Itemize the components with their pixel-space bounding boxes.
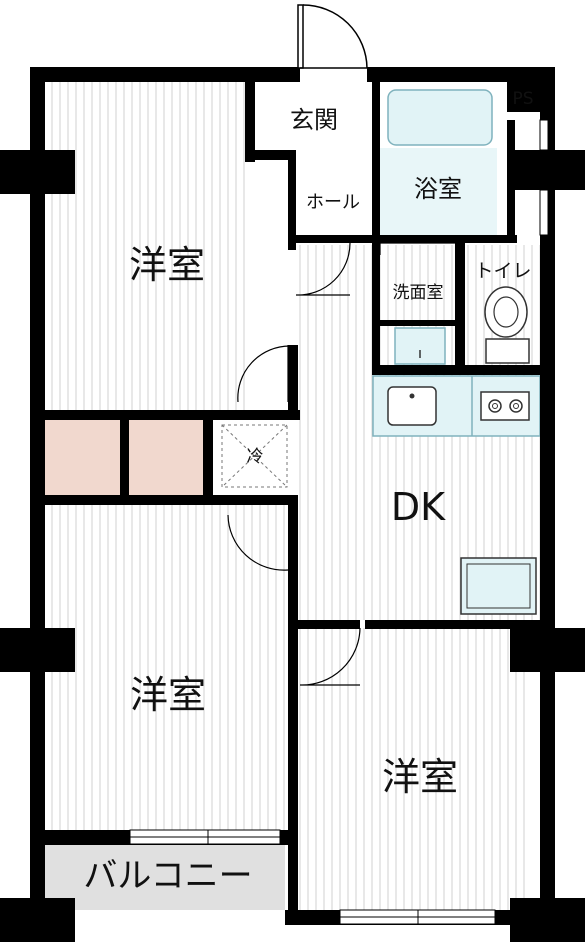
sink-icon xyxy=(387,386,437,426)
floor-western-room-right xyxy=(298,628,528,910)
window-bath xyxy=(539,119,549,151)
entrance-door[interactable] xyxy=(297,4,368,69)
floor-western-room-left xyxy=(45,505,290,830)
pipe-shaft-label: PS xyxy=(512,89,533,109)
balcony-label: バルコニー xyxy=(83,856,252,896)
window-bottom xyxy=(339,909,496,925)
window-balcony xyxy=(129,829,281,845)
refrigerator-label: 冷 xyxy=(247,447,264,467)
column-block xyxy=(510,628,585,672)
interior-doors xyxy=(227,242,455,686)
western-room-right-label: 洋室 xyxy=(382,755,458,799)
toilet-label: トイレ xyxy=(474,260,531,282)
column-block xyxy=(510,898,585,942)
column-block xyxy=(0,898,75,942)
floor-western-room-top xyxy=(45,82,250,412)
entrance-label: 玄関 xyxy=(290,106,338,134)
toilet-icon xyxy=(484,286,530,364)
washing-machine-pan xyxy=(460,557,537,615)
door-swing[interactable] xyxy=(237,345,291,403)
closet-right xyxy=(128,418,203,496)
entrance-floor xyxy=(255,82,372,150)
door-swing[interactable] xyxy=(379,242,455,255)
western-room-top-label: 洋室 xyxy=(129,243,205,287)
column-block xyxy=(0,150,75,194)
hall-label: ホール xyxy=(306,192,360,213)
bathtub xyxy=(387,89,493,146)
bathroom-floor xyxy=(380,148,497,235)
dining-kitchen-label: DK xyxy=(391,485,446,529)
refrigerator-space xyxy=(221,424,288,488)
closet-left xyxy=(45,418,121,496)
door-swing[interactable] xyxy=(299,627,361,686)
western-room-left-label: 洋室 xyxy=(130,673,206,717)
stove-icon xyxy=(480,391,530,421)
walls xyxy=(0,67,585,942)
washbasin-cabinet xyxy=(394,327,446,365)
floor-balcony xyxy=(45,845,285,910)
hall-floor xyxy=(296,160,372,235)
column-block xyxy=(510,150,585,190)
door-swing[interactable] xyxy=(295,242,351,296)
column-block xyxy=(0,628,75,672)
bathroom-label: 浴室 xyxy=(414,175,462,203)
washroom-label: 洗面室 xyxy=(393,283,444,303)
floors xyxy=(45,82,540,910)
window-bath-2 xyxy=(539,189,549,236)
door-swing[interactable] xyxy=(227,514,291,571)
